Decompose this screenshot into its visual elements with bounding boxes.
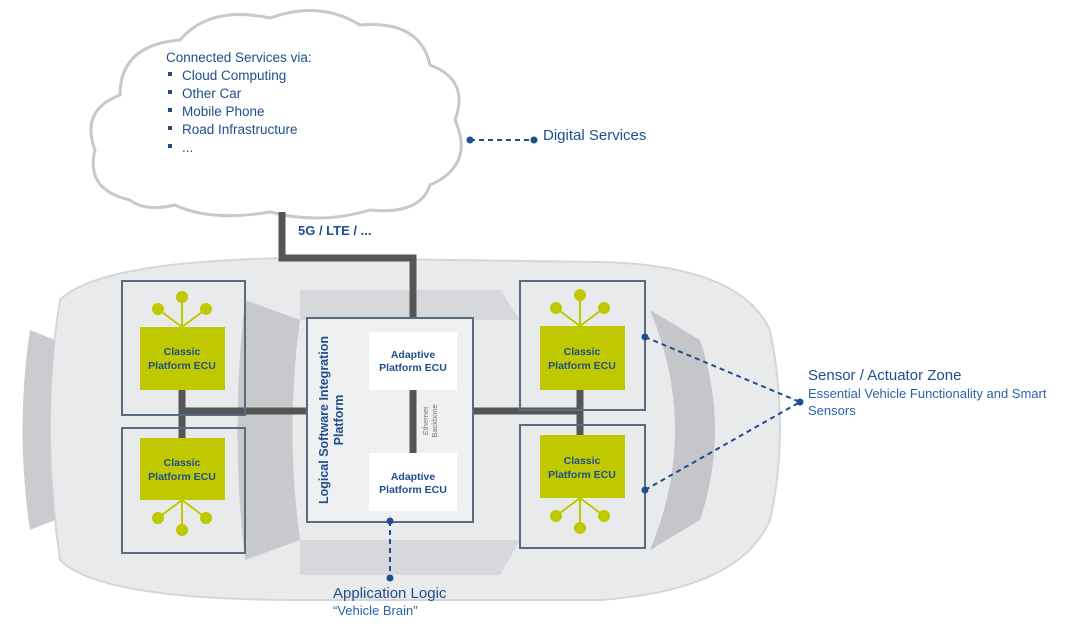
app-logic-callout: [386, 517, 394, 582]
ecu-label: Classic: [564, 455, 601, 467]
ecu-label: Platform ECU: [379, 484, 447, 496]
list-item: ...: [182, 140, 193, 155]
sensor-zone-callout: [641, 333, 804, 494]
zone-box-front-right: [519, 280, 646, 411]
digital-services-callout: [466, 136, 538, 144]
ethernet-backbone-label: Ethernet Backbone: [421, 404, 439, 437]
wireless-link-line: [278, 212, 417, 318]
ecu-label: Classic: [164, 346, 201, 358]
cloud-heading: Connected Services via:: [166, 50, 312, 65]
sensor-zone-desc-cont: Sensors: [808, 403, 856, 418]
ecu-label: Platform ECU: [148, 471, 216, 483]
ecu-label: Platform ECU: [379, 362, 447, 374]
lsip-label-line2: Platform: [332, 395, 346, 446]
sensor-zone-desc: Essential Vehicle Functionality and Smar…: [808, 386, 1047, 401]
zone-box-front-left: [121, 280, 246, 416]
ecu-label: Classic: [564, 346, 601, 358]
classic-ecu-rear-left: Classic Platform ECU: [140, 438, 225, 500]
integration-platform-label: Logical Software Integration Platform: [317, 336, 346, 504]
list-item: Road Infrastructure: [182, 122, 298, 137]
adaptive-ecu-top: Adaptive Platform ECU: [369, 332, 457, 390]
list-item: Mobile Phone: [182, 104, 265, 119]
ecu-label: Platform ECU: [548, 469, 616, 481]
classic-ecu-front-left: Classic Platform ECU: [140, 327, 225, 390]
classic-ecu-front-right: Classic Platform ECU: [540, 326, 625, 390]
list-item: Other Car: [182, 86, 242, 101]
digital-services-label: Digital Services: [543, 127, 646, 144]
zone-box-rear-left: [121, 427, 246, 554]
app-logic-subtitle: “Vehicle Brain”: [333, 603, 418, 618]
list-item: Cloud Computing: [182, 68, 286, 83]
classic-ecu-rear-right: Classic Platform ECU: [540, 435, 625, 498]
ecu-label: Adaptive: [391, 349, 436, 361]
cloud-list: Cloud Computing Other Car Mobile Phone R…: [168, 68, 298, 155]
lsip-label-line1: Logical Software Integration: [317, 336, 331, 504]
ecu-label: Classic: [164, 457, 201, 469]
ecu-label: Platform ECU: [148, 360, 216, 372]
ethernet-label-line1: Ethernet: [421, 406, 430, 435]
sensor-zone-title: Sensor / Actuator Zone: [808, 367, 961, 384]
ecu-label: Platform ECU: [548, 360, 616, 372]
ecu-label: Adaptive: [391, 471, 436, 483]
adaptive-ecu-bottom: Adaptive Platform ECU: [369, 453, 457, 511]
ethernet-label-line2: Backbone: [430, 404, 439, 437]
app-logic-title: Application Logic: [333, 585, 447, 602]
sensor-icons: [152, 289, 610, 536]
cloud-shape: [89, 8, 463, 220]
wireless-link-label: 5G / LTE / ...: [298, 223, 371, 238]
